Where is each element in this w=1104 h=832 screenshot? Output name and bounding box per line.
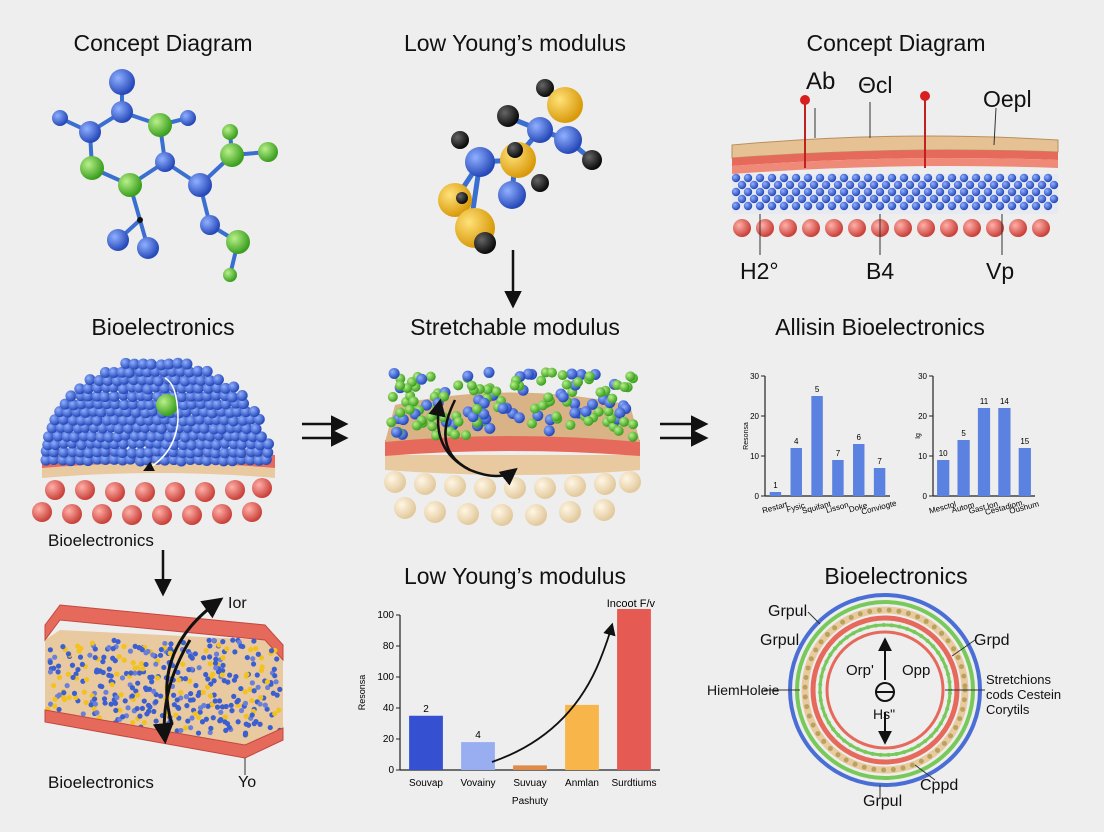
concentric-ring xyxy=(764,593,985,798)
category-label: Suvuay xyxy=(513,778,546,789)
bar xyxy=(977,408,991,496)
bar-label: 4 xyxy=(475,730,481,741)
label-vp: Vp xyxy=(986,258,1015,284)
bar xyxy=(461,742,495,770)
bar-chart-left: 01020301Restart4Fysic5Squifant7Lisson6Do… xyxy=(743,372,898,517)
y-tick-label: 20 xyxy=(750,412,759,421)
y-axis-label: Ig xyxy=(915,433,922,439)
label-opp: Opp xyxy=(902,662,931,679)
y-tick-label: 0 xyxy=(388,765,394,776)
bar-label: 15 xyxy=(1020,437,1029,446)
y-tick-label: 0 xyxy=(755,492,760,501)
stretchable-layer xyxy=(384,366,641,526)
y-tick-label: 20 xyxy=(383,734,395,745)
bar-label: 6 xyxy=(857,433,862,442)
bar-label: 5 xyxy=(961,429,966,438)
label-b4: B4 xyxy=(866,258,895,284)
bar xyxy=(565,704,599,770)
title-stretchable-modulus: Stretchable modulus xyxy=(410,314,620,340)
bar xyxy=(769,492,782,496)
title-allisin-bioelectronics: Allisin Bioelectronics xyxy=(775,314,985,340)
bar xyxy=(1018,448,1031,496)
bead-dome xyxy=(32,357,275,525)
label-grpul-top: Grpul xyxy=(768,603,808,620)
bar-label: 5 xyxy=(815,385,820,394)
arrow-right-1 xyxy=(302,415,349,447)
bar xyxy=(513,765,547,770)
y-tick-label: 20 xyxy=(918,412,927,421)
bar-label: 11 xyxy=(980,397,989,406)
bar xyxy=(937,460,950,496)
category-label: Vovainy xyxy=(460,778,495,789)
bar-label: 7 xyxy=(877,457,882,466)
annotation-arrow xyxy=(491,622,616,763)
y-tick-label: 100 xyxy=(377,672,394,683)
bar-label: 10 xyxy=(939,449,948,458)
bar-label: 1 xyxy=(773,481,778,490)
label-oepl: Oepl xyxy=(983,86,1032,112)
molecule-center-atoms xyxy=(438,79,602,254)
label-hiemholeie: HiemHoleie xyxy=(707,682,780,698)
label-grpd: Grpd xyxy=(974,632,1010,649)
bar xyxy=(811,396,823,496)
y-tick-label: 30 xyxy=(918,372,927,381)
bar-label: 14 xyxy=(1000,397,1009,406)
chart-annotation: Incoot F/v xyxy=(607,598,656,610)
category-label: Surdtiums xyxy=(611,778,656,789)
y-tick-label: 10 xyxy=(750,452,759,461)
y-axis-label: Resonsa xyxy=(743,422,750,450)
label-yo: Yo xyxy=(238,774,257,791)
label-cppd: Cppd xyxy=(920,777,959,794)
label-orp: Orp' xyxy=(846,662,874,679)
arrow-right-2 xyxy=(660,415,709,447)
title-bioelectronics-bottom: Bioelectronics xyxy=(824,563,968,589)
label-ab: Ab xyxy=(806,68,836,95)
y-tick-label: 80 xyxy=(383,641,395,652)
bar xyxy=(832,460,844,496)
category-label: Souvap xyxy=(409,778,443,789)
title-bioelectronics-mid: Bioelectronics xyxy=(91,314,235,340)
y-axis-label: Resonsa xyxy=(357,675,367,711)
bar-label: 7 xyxy=(836,449,841,458)
title-concept-diagram-right: Concept Diagram xyxy=(806,30,986,56)
bar xyxy=(998,408,1011,496)
label-hsn: Hs" xyxy=(873,706,896,722)
molecule-left-atoms xyxy=(52,69,278,282)
bar xyxy=(617,609,651,770)
label-stretchions: Stretchions cods Cestein Corytils xyxy=(986,672,1062,717)
y-tick-label: 100 xyxy=(377,610,394,621)
title-low-youngs-modulus-top: Low Young’s modulus xyxy=(403,30,627,56)
bar xyxy=(873,468,886,496)
y-tick-label: 30 xyxy=(750,372,759,381)
bar xyxy=(853,444,865,496)
bar xyxy=(957,440,970,496)
label-ocl: Θcl xyxy=(858,72,893,98)
membrane-layers xyxy=(731,91,1059,255)
title-concept-diagram-left: Concept Diagram xyxy=(73,30,253,56)
label-grpul-bottom: Grpul xyxy=(863,793,903,810)
category-label: Anmlan xyxy=(565,778,599,789)
bar xyxy=(409,715,443,770)
label-grpul-left: Grpul xyxy=(760,632,800,649)
x-axis-label: Pashuty xyxy=(512,796,548,807)
bar-label: 4 xyxy=(794,437,799,446)
bar-label: 2 xyxy=(423,704,429,715)
hydrogel-slab xyxy=(44,597,284,775)
bar xyxy=(790,448,802,496)
label-bioelectronics-mid: Bioelectronics xyxy=(48,531,154,550)
label-bioelectronics-bottom: Bioelectronics xyxy=(48,773,154,792)
label-h2o: H2° xyxy=(740,258,779,284)
y-tick-label: 0 xyxy=(923,492,928,501)
title-low-youngs-modulus-bottom: Low Young’s modulus xyxy=(403,563,627,589)
y-tick-label: 40 xyxy=(383,703,395,714)
y-tick-label: 10 xyxy=(918,452,927,461)
label-lor: Ior xyxy=(228,595,247,612)
